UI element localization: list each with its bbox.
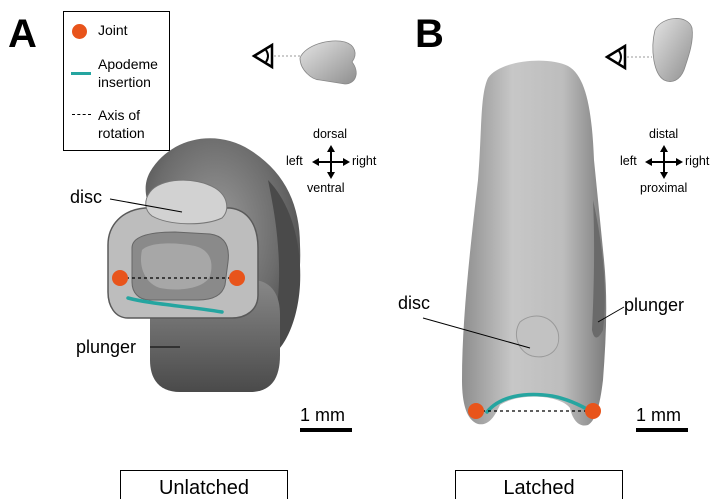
panel-b-direction-down: proximal: [640, 182, 687, 195]
panel-b-view-indicator: [607, 18, 692, 81]
panel-a-state-label: Unlatched: [159, 477, 249, 499]
panel-a-disc-label: disc: [70, 188, 102, 206]
panel-a-scale-label: 1 mm: [300, 406, 345, 424]
panel-b-disc-label: disc: [398, 294, 430, 312]
panel-a-orientation-cross: [312, 145, 350, 179]
panel-a-direction-left: left: [286, 155, 303, 168]
panel-b-state-label: Latched: [503, 477, 574, 499]
legend: Joint Apodeme insertion Axis of rotation: [63, 11, 170, 151]
panel-a-scale-bar: 1 mm: [300, 406, 360, 436]
panel-b-letter: B: [415, 14, 444, 54]
legend-joint-label: Joint: [98, 22, 170, 39]
panel-b-disc-shape: [516, 316, 558, 357]
panel-b-plunger-label: plunger: [624, 296, 684, 314]
eye-icon: [607, 46, 625, 68]
panel-a-direction-up: dorsal: [313, 128, 347, 141]
panel-b-body-shape: [462, 61, 606, 426]
panel-b-direction-right: right: [685, 155, 709, 168]
panel-a-plunger-label: plunger: [76, 338, 136, 356]
panel-a-thumbnail: [300, 41, 356, 84]
panel-a-state-box: Unlatched: [120, 470, 288, 499]
panel-b-scale-label: 1 mm: [636, 406, 681, 424]
panel-b-direction-left: left: [620, 155, 637, 168]
panel-b-thumbnail: [653, 18, 693, 81]
legend-apodeme-label-line2: insertion: [98, 74, 170, 91]
panel-a-letter: A: [8, 14, 37, 54]
panel-b-scale-bar: 1 mm: [636, 406, 696, 436]
legend-apodeme-label-line1: Apodeme: [98, 56, 170, 73]
panel-b-direction-up: distal: [649, 128, 678, 141]
apodeme-line-icon: [71, 72, 91, 75]
panel-a-socket-inner: [141, 243, 211, 289]
panel-a-direction-right: right: [352, 155, 376, 168]
panel-a-view-indicator: [254, 41, 356, 84]
legend-axis-label-line2: rotation: [98, 125, 170, 142]
panel-a-scale-line: [300, 428, 352, 432]
panel-b-specimen: [462, 61, 606, 426]
panel-a-specimen: [108, 138, 300, 392]
panel-b-joint-left: [468, 403, 484, 419]
panel-b-scale-line: [636, 428, 688, 432]
panel-b-joint-right: [585, 403, 601, 419]
axis-dashed-line-icon: [72, 114, 91, 115]
panel-a-direction-down: ventral: [307, 182, 345, 195]
panel-b-state-box: Latched: [455, 470, 623, 499]
joint-marker-icon: [72, 24, 87, 39]
legend-axis-label-line1: Axis of: [98, 107, 170, 124]
eye-icon: [254, 45, 272, 67]
panel-b-orientation-cross: [645, 145, 683, 179]
panel-a-joint-right: [229, 270, 245, 286]
panel-a-joint-left: [112, 270, 128, 286]
